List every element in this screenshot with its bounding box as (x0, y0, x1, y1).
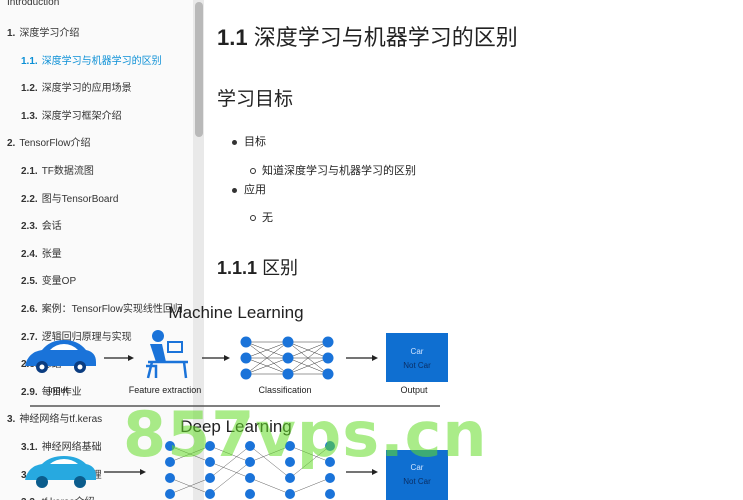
section-heading-objectives: 学习目标 (217, 89, 294, 110)
arrow-icon (202, 355, 230, 361)
sidebar-item-number: 2.3. (21, 221, 38, 233)
sidebar-item[interactable]: 2.5.变量OP (0, 271, 193, 293)
ml-title: Machine Learning (168, 303, 303, 322)
sidebar-item-introduction[interactable]: Introduction (7, 0, 60, 8)
page-title: 1.1 深度学习与机器学习的区别 (217, 20, 518, 52)
sidebar-item[interactable]: 1.3.深度学习框架介绍 (0, 106, 193, 128)
sidebar-item-label: TF数据流图 (41, 166, 94, 177)
sidebar-item[interactable]: 3.3. tf.keras介绍 (0, 492, 193, 500)
bullet-goal-sub: 知道深度学习与机器学习的区别 (250, 162, 416, 178)
sidebar-item[interactable]: 2.3.会话 (0, 216, 193, 238)
bullet-dot-icon (232, 187, 237, 193)
car-icon (25, 456, 96, 488)
classification-network-icon (240, 336, 334, 380)
sidebar-item-number: 2.4. (21, 248, 38, 260)
sidebar-item-label: 变量OP (41, 276, 77, 288)
page-title-number: 1.1 (217, 25, 248, 50)
label-output: Output (400, 385, 428, 395)
sidebar-item-number: 2.1. (21, 166, 38, 177)
sidebar-item[interactable]: 2.7.逻辑回归原理与实现 (0, 327, 193, 349)
sidebar-item-number: 1.1. (21, 55, 38, 67)
sidebar-item[interactable]: 2.2.图与TensorBoard (0, 189, 193, 211)
dl-output-not-car-label: Not Car (403, 477, 431, 486)
sidebar-item-number: 3. (7, 414, 16, 426)
arrow-icon (104, 355, 134, 361)
sidebar-item[interactable]: 2.9.每日作业 (0, 382, 193, 404)
dl-output-box (386, 450, 448, 500)
sidebar-item[interactable]: 3.1.神经网络基础 (0, 437, 193, 459)
sidebar-item-number: 1.2. (21, 83, 38, 95)
sidebar-item-label: 每日作业 (41, 386, 82, 398)
bullet-dot-icon (232, 139, 237, 145)
output-not-car-label: Not Car (403, 361, 431, 370)
sidebar-item-label: 深度学习框架介绍 (41, 110, 122, 122)
main-content: 1.1 深度学习与机器学习的区别 学习目标 目标 知道深度学习与机器学习的区别 … (205, 0, 743, 500)
sidebar-item-label: TensorFlow介绍 (19, 138, 91, 150)
sidebar-item-number: 2.5. (21, 276, 38, 288)
sidebar-item-label: 神经网络与tf.keras (19, 414, 103, 426)
sidebar-item[interactable]: 2.6.案例：TensorFlow实现线性回归 (0, 299, 193, 321)
sidebar-item[interactable]: 2.1.TF数据流图 (0, 161, 193, 183)
sidebar-item-label: 深度学习的应用场景 (41, 83, 132, 95)
person-at-desk-icon (146, 330, 188, 379)
bullet-apply-sub: 无 (250, 209, 273, 225)
deep-network-icon (165, 441, 335, 499)
sidebar-item-number: 3.3. (21, 497, 38, 500)
label-feature-extraction: Feature extraction (129, 385, 202, 395)
car-icon (25, 340, 96, 373)
dl-title: Deep Learning (180, 417, 292, 436)
sidebar-item-label: 图与TensorBoard (41, 193, 119, 205)
sidebar-item-label: 神经网络基础 (41, 442, 102, 453)
sidebar-item-label: 会话 (41, 221, 62, 233)
section-heading-difference: 1.1.1 区别 (217, 254, 298, 280)
ml-vs-dl-diagram: Machine Learning Input Feature extractio… (25, 303, 448, 500)
sidebar-item-number: 2. (7, 138, 16, 150)
bullet-goal: 目标 (232, 133, 266, 149)
section-text: 区别 (262, 258, 299, 278)
output-car-label: Car (411, 347, 424, 356)
sidebar-item[interactable]: 2.TensorFlow介绍 (0, 133, 193, 155)
sidebar-item-label: 张量 (41, 248, 62, 260)
watermark: 857vps.cn (123, 398, 488, 471)
arrow-icon (346, 469, 378, 475)
sidebar-item[interactable]: 1.2.深度学习的应用场景 (0, 78, 193, 100)
sidebar-item-label: 逻辑回归原理与实现 (41, 331, 132, 343)
page-title-text: 深度学习与机器学习的区别 (253, 25, 518, 50)
sidebar-item-number: 2.7. (21, 331, 38, 343)
bullet-ring-icon (250, 168, 256, 175)
sidebar-item-label: 案例：TensorFlow实现线性回归 (41, 304, 183, 315)
sidebar-item-number: 3.1. (21, 442, 38, 453)
sidebar-scrollbar-thumb[interactable] (195, 2, 203, 137)
sidebar-item-number: 2.6. (21, 304, 38, 315)
sidebar-item[interactable]: 1.1.深度学习与机器学习的区别 (0, 51, 193, 73)
sidebar-item-label: 深度学习介绍 (19, 28, 80, 39)
sidebar-item[interactable]: 1.深度学习介绍 (0, 23, 193, 45)
arrow-icon (346, 355, 378, 361)
label-input: Input (48, 385, 69, 395)
arrow-icon (104, 469, 146, 475)
sidebar-scrollbar-track[interactable] (193, 0, 204, 500)
sidebar-item[interactable]: 2.4.张量 (0, 244, 193, 266)
sidebar-item-number: 2.9. (21, 386, 38, 398)
output-box (386, 333, 448, 382)
sidebar-item-number: 1. (7, 28, 16, 39)
sidebar-item-number: 1.3. (21, 110, 38, 122)
sidebar-item-number: 2.2. (21, 193, 38, 205)
label-classification: Classification (258, 385, 311, 395)
sidebar-item-label: tf.keras介绍 (42, 497, 95, 500)
section-number: 1.1.1 (217, 258, 258, 278)
sidebar-item-label: 深度学习与机器学习的区别 (41, 55, 162, 67)
bullet-ring-icon (250, 215, 256, 222)
sidebar-item[interactable]: 3.神经网络与tf.keras (0, 409, 193, 431)
bullet-apply: 应用 (232, 181, 266, 197)
dl-output-car-label: Car (411, 463, 424, 472)
